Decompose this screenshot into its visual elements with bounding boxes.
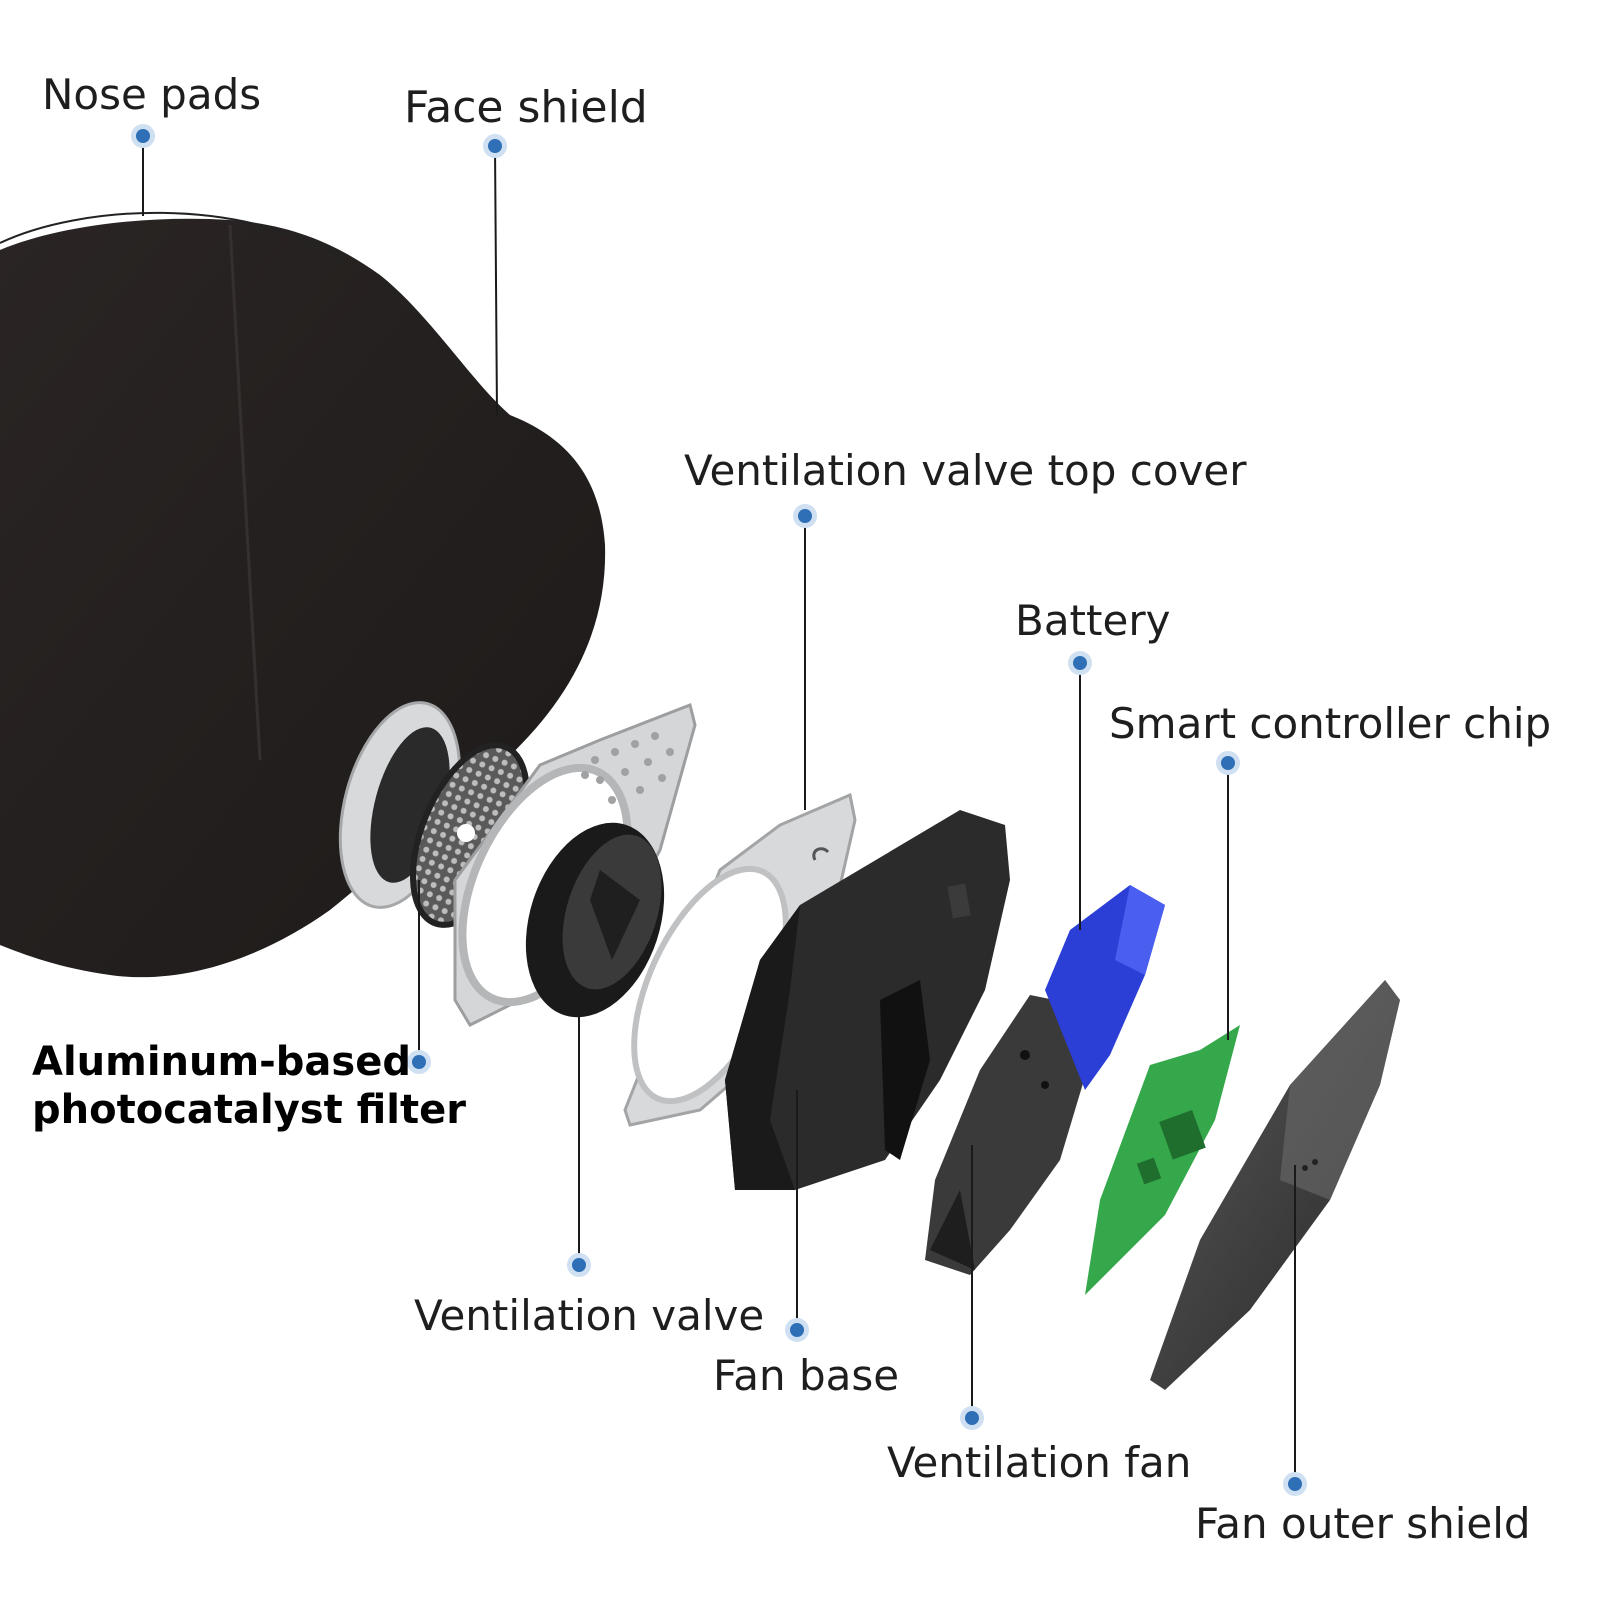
marker-dot-face-shield bbox=[488, 139, 502, 153]
marker-dot-valve-top-cover bbox=[798, 509, 812, 523]
fan-outer-shield-part bbox=[1150, 980, 1400, 1390]
nose-pads-part bbox=[0, 211, 346, 261]
ventilation-fan-part bbox=[925, 995, 1090, 1275]
smart-chip-part bbox=[1085, 1025, 1240, 1295]
marker-dot-ventilation-fan bbox=[965, 1411, 979, 1425]
label-filter-line1: Aluminum-based bbox=[32, 1039, 411, 1085]
leader-face-shield bbox=[494, 145, 498, 416]
label-nose-pads: Nose pads bbox=[42, 70, 262, 119]
marker-dot-fan-base bbox=[790, 1323, 804, 1337]
marker-dot-smart-chip bbox=[1221, 756, 1235, 770]
label-smart-chip: Smart controller chip bbox=[1109, 699, 1552, 748]
label-filter-line2: photocatalyst filter bbox=[32, 1087, 466, 1133]
marker-dot-battery bbox=[1073, 656, 1087, 670]
label-valve-top-cover: Ventilation valve top cover bbox=[684, 446, 1247, 495]
marker-dot-ventilation-valve bbox=[572, 1258, 586, 1272]
marker-dot-nose-pads bbox=[136, 129, 150, 143]
label-fan-outer-shield: Fan outer shield bbox=[1195, 1499, 1531, 1548]
label-face-shield: Face shield bbox=[404, 82, 648, 133]
marker-dot-fan-outer-shield bbox=[1288, 1477, 1302, 1491]
label-battery: Battery bbox=[1015, 596, 1171, 645]
label-filter: Aluminum-based photocatalyst filter bbox=[32, 1038, 466, 1134]
battery-part bbox=[1045, 885, 1165, 1090]
label-ventilation-valve: Ventilation valve bbox=[414, 1291, 765, 1340]
marker-dots bbox=[131, 124, 1307, 1496]
ventilation-valve-part bbox=[525, 822, 665, 1018]
label-fan-base: Fan base bbox=[713, 1351, 900, 1400]
leader-lines bbox=[142, 138, 1296, 1482]
label-ventilation-fan: Ventilation fan bbox=[887, 1438, 1192, 1487]
marker-dot-filter bbox=[412, 1055, 426, 1069]
